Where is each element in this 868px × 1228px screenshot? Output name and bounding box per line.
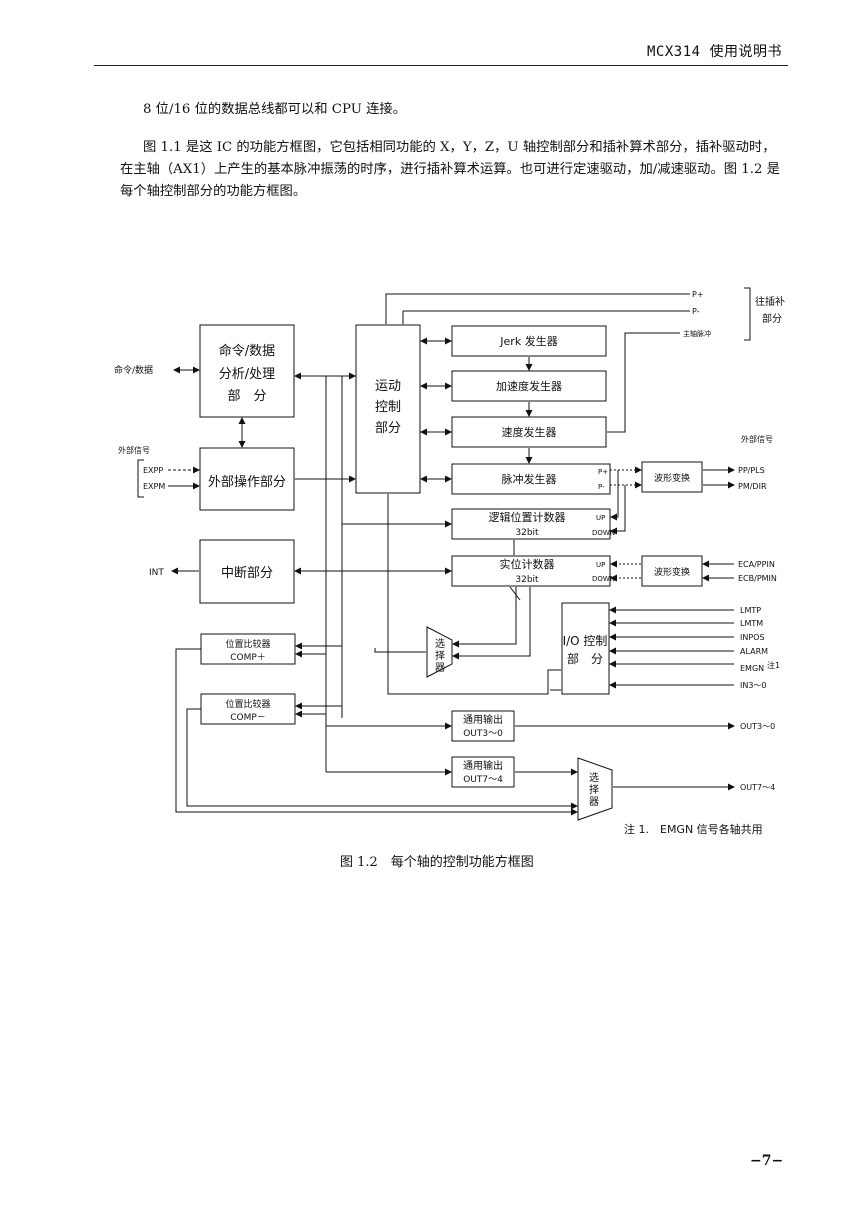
to-interp-line2: 部分	[762, 312, 782, 325]
selector1-line1: 选	[435, 637, 445, 650]
general-output-2	[451, 756, 515, 788]
figure-caption: 图 1.2 每个轴的控制功能方框图	[340, 855, 534, 870]
header-rule	[94, 65, 788, 66]
jerk-label: Jerk 发生器	[499, 334, 557, 348]
comp-minus-line2: COMP－	[230, 713, 266, 723]
signal-expp: EXPP	[143, 466, 163, 475]
cmd-block	[199, 324, 295, 418]
selector2-line1: 选	[589, 771, 599, 784]
selector2-line3: 器	[589, 796, 599, 808]
real-down-tag: DOWN	[592, 575, 615, 583]
comp-minus-line1: 位置比较器	[225, 698, 270, 710]
gpo2-line2: OUT7～4	[463, 775, 503, 785]
signal-inpos: INPOS	[740, 633, 765, 642]
real-position-counter	[451, 555, 611, 587]
comp-plus-line2: COMP＋	[230, 652, 266, 663]
waveform-converter-1	[641, 461, 703, 493]
signal-out7-4: OUT7～4	[740, 783, 775, 792]
waveform2-label: 波形变换	[654, 566, 690, 578]
io-control-block	[561, 602, 610, 695]
io-block-line1: I/O 控制	[563, 634, 608, 648]
signal-ext-left: 外部信号	[118, 445, 150, 455]
selector1-line2: 择	[435, 649, 445, 662]
signal-expm: EXPM	[143, 482, 165, 491]
motion-block-line1: 运动	[375, 379, 401, 394]
signal-cmd-data: 命令/数据	[114, 364, 153, 376]
gpo1-line1: 通用输出	[463, 713, 503, 726]
waveform1-label: 波形变换	[654, 472, 690, 484]
paragraph-2: 图 1.1 是这 IC 的功能方框图，它包括相同功能的 X，Y，Z，U 轴控制部…	[120, 140, 780, 199]
signal-pp-pls: PP/PLS	[738, 466, 765, 475]
accel-generator	[451, 370, 607, 402]
motion-control-block	[355, 324, 421, 494]
real-up-tag: UP	[596, 561, 605, 569]
signal-pplus: P+	[692, 290, 704, 299]
selector-1	[426, 626, 453, 678]
io-block-line2: 部 分	[567, 651, 603, 666]
signal-note-mark: 注1	[767, 660, 780, 670]
signal-ext-right: 外部信号	[741, 434, 773, 444]
comp-plus-line1: 位置比较器	[225, 638, 270, 650]
cmd-block-line3: 部 分	[227, 389, 266, 404]
selector2-line2: 择	[589, 783, 599, 796]
signal-pminus: P-	[692, 307, 700, 316]
signal-in3-0: IN3～0	[740, 681, 767, 690]
ext-op-block-label: 外部操作部分	[208, 474, 286, 490]
speed-label: 速度发生器	[502, 425, 557, 439]
speed-generator	[451, 416, 607, 448]
accel-label: 加速度发生器	[496, 379, 562, 393]
real-counter-line1: 实位计数器	[500, 557, 555, 571]
paragraph-1: 8 位/16 位的数据总线都可以和 CPU 连接。	[143, 102, 407, 117]
signal-alarm: ALARM	[740, 647, 768, 656]
real-counter-line2: 32bit	[515, 575, 539, 585]
gpo2-line1: 通用输出	[463, 759, 503, 772]
logic-position-counter	[451, 508, 611, 540]
logic-counter-line2: 32bit	[515, 528, 539, 538]
ext-op-block	[199, 447, 295, 511]
interrupt-block-label: 中断部分	[221, 566, 273, 581]
logic-counter-line1: 逻辑位置计数器	[489, 510, 566, 524]
pulse-pplus-tag: P+	[598, 468, 608, 476]
pulse-pminus-tag: P-	[598, 483, 605, 491]
page-number: −7−	[750, 1153, 784, 1169]
signal-out3-0: OUT3～0	[740, 722, 775, 731]
pulse-generator	[451, 463, 611, 495]
selector-2	[577, 757, 613, 821]
logic-up-tag: UP	[596, 514, 605, 522]
signal-lmtp: LMTP	[740, 606, 761, 615]
signal-ecb: ECB/PMIN	[738, 574, 777, 583]
signal-lmtm: LMTM	[740, 619, 763, 628]
motion-block-line2: 控制	[375, 400, 401, 415]
selector1-line3: 器	[435, 662, 445, 674]
signal-eca: ECA/PPIN	[738, 560, 775, 569]
jerk-generator	[451, 325, 607, 357]
diagram-note: 注 1. EMGN 信号各轴共用	[624, 822, 763, 836]
to-interp-line1: 往插补	[755, 295, 785, 308]
gpo1-line2: OUT3～0	[463, 729, 503, 739]
cmd-block-line2: 分析/处理	[219, 367, 275, 382]
signal-main-pulse: 主轴脉冲	[683, 329, 711, 338]
pulse-label: 脉冲发生器	[502, 472, 557, 486]
signal-pm-dir: PM/DIR	[738, 482, 767, 491]
signal-int: INT	[149, 568, 164, 578]
cmd-block-line1: 命令/数据	[219, 343, 275, 359]
document-header-title: MCX314 使用说明书	[646, 44, 782, 60]
motion-block-line3: 部分	[375, 421, 401, 436]
general-output-1	[451, 710, 515, 742]
waveform-converter-2	[641, 555, 703, 587]
logic-down-tag: DOWN	[592, 529, 615, 537]
signal-emgn: EMGN	[740, 664, 764, 673]
